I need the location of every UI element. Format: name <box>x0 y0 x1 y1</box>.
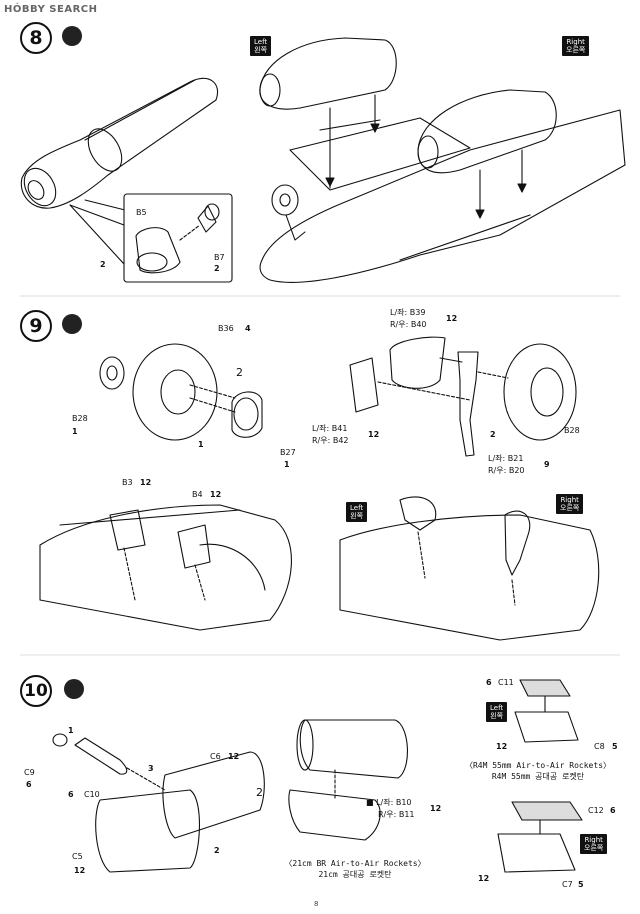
part-label-b41: L/좌: B41 <box>312 424 348 433</box>
caption-21cm-rockets: 〈21cm BR Air-to-Air Rockets〉 21cm 공대공 로켓… <box>270 858 440 880</box>
page-number: 8 <box>314 900 319 908</box>
part-label-c10: C10 <box>84 790 100 799</box>
engine-nacelle-exploded <box>20 77 218 211</box>
gear-bay-aircraft-left <box>39 504 292 631</box>
part-label-b11: R/우: B11 <box>378 810 415 819</box>
sprue-number: 1 <box>72 427 78 436</box>
caption-r4m-kr: R4M 55mm 공대공 로켓탄 <box>491 772 585 781</box>
cement-icon <box>62 26 82 46</box>
sprue-number: 12 <box>478 874 490 883</box>
part-label-b36: B36 <box>218 324 234 333</box>
sprue-number: 12 <box>430 804 442 813</box>
part-label-c6: C6 <box>210 752 221 761</box>
step-number-10: 10 <box>20 675 52 707</box>
rocket-rack-r4m-right <box>497 801 583 873</box>
sprue-number: 1 <box>68 726 74 735</box>
sprue-number: 1 <box>284 460 290 469</box>
part-label-b21: L/좌: B21 <box>488 454 524 463</box>
part-label-b28: B28 <box>564 426 580 435</box>
sprue-number: 12 <box>210 490 222 499</box>
sprue-number: 4 <box>245 324 251 333</box>
engine-nacelle-left <box>259 37 397 189</box>
cement-icon <box>62 314 82 334</box>
part-label-b7: B7 <box>214 253 225 262</box>
part-label-b27: B27 <box>280 448 296 457</box>
sprue-number: 2 <box>214 846 220 855</box>
rocket-rack-r4m-left <box>514 679 579 743</box>
step-number-9: 9 <box>20 310 52 342</box>
landing-gear-strut-b21 <box>349 336 577 457</box>
part-label-b10: ■ L/좌: B10 <box>366 798 412 807</box>
part-label-c12: C12 <box>588 806 604 815</box>
detail-inset-b5-b7 <box>69 193 233 283</box>
sprue-number: 12 <box>74 866 86 875</box>
sprue-number: 5 <box>612 742 618 751</box>
sprue-number: 12 <box>368 430 380 439</box>
sprue-number: 2 <box>490 430 496 439</box>
sprue-number: 12 <box>140 478 152 487</box>
rocket-rail-assembly <box>52 733 265 873</box>
quantity-x2: 2 <box>256 786 263 799</box>
part-label-c11: C11 <box>498 678 514 687</box>
aircraft-fuselage-step8 <box>259 109 626 283</box>
sprue-number: 12 <box>496 742 508 751</box>
step-number-8: 8 <box>20 22 52 54</box>
part-label-c9: C9 <box>24 768 35 777</box>
sprue-number: 1 <box>198 440 204 449</box>
watermark: HÓBBY SEARCH <box>4 4 98 15</box>
sprue-number: 2 <box>100 260 106 269</box>
sprue-number: 9 <box>544 460 550 469</box>
wheel-assembly-b36 <box>99 343 263 441</box>
part-label-b39: L/좌: B39 <box>390 308 426 317</box>
part-label-b28: B28 <box>72 414 88 423</box>
part-label-b5: B5 <box>136 208 147 217</box>
sprue-number: 12 <box>446 314 458 323</box>
part-label-b4: B4 <box>192 490 203 499</box>
sprue-number: 2 <box>214 264 220 273</box>
cement-icon <box>64 679 84 699</box>
part-label-b40: R/우: B40 <box>390 320 427 329</box>
caption-r4m-en: 〈R4M 55mm Air-to-Air Rockets〉 <box>464 761 612 770</box>
part-label-b42: R/우: B42 <box>312 436 349 445</box>
gear-bay-aircraft-right <box>339 496 600 641</box>
caption-r4m-rockets: 〈R4M 55mm Air-to-Air Rockets〉 R4M 55mm 공… <box>448 760 628 782</box>
part-label-c7: C7 <box>562 880 573 889</box>
sprue-number: 6 <box>68 790 74 799</box>
part-label-b3: B3 <box>122 478 133 487</box>
caption-21cm-en: 〈21cm BR Air-to-Air Rockets〉 <box>284 859 426 868</box>
sprue-number: 6 <box>610 806 616 815</box>
rocket-launcher-21cm <box>288 719 408 841</box>
part-label-c5: C5 <box>72 852 83 861</box>
part-label-b20: R/우: B20 <box>488 466 525 475</box>
sprue-number: 12 <box>228 752 240 761</box>
caption-21cm-kr: 21cm 공대공 로켓탄 <box>318 870 392 879</box>
quantity-x2: 2 <box>236 366 243 379</box>
engine-nacelle-right <box>417 89 557 219</box>
part-label-c8: C8 <box>594 742 605 751</box>
sprue-number: 3 <box>148 764 154 773</box>
sprue-number: 6 <box>486 678 492 687</box>
sprue-number: 5 <box>578 880 584 889</box>
sprue-number: 6 <box>26 780 32 789</box>
